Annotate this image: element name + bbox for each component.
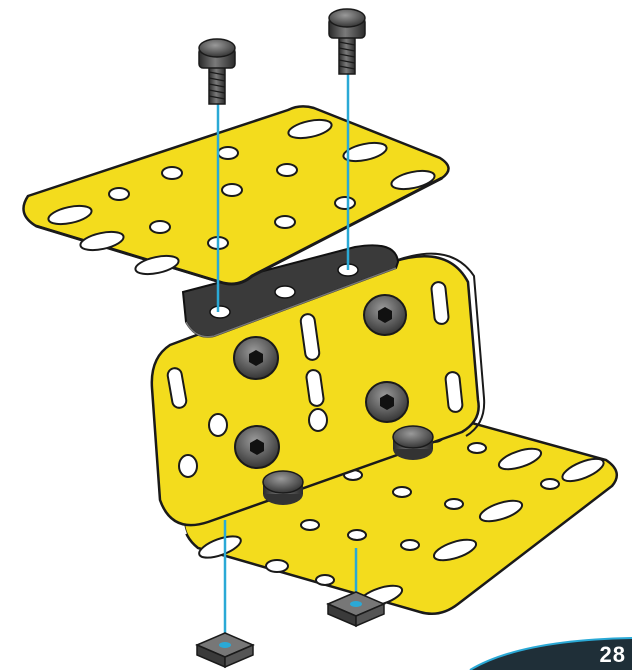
page-number: 28 <box>600 642 626 668</box>
bolt-left-icon <box>199 39 235 104</box>
bolt-right-icon <box>329 9 365 74</box>
square-nut-left-icon <box>197 633 253 667</box>
